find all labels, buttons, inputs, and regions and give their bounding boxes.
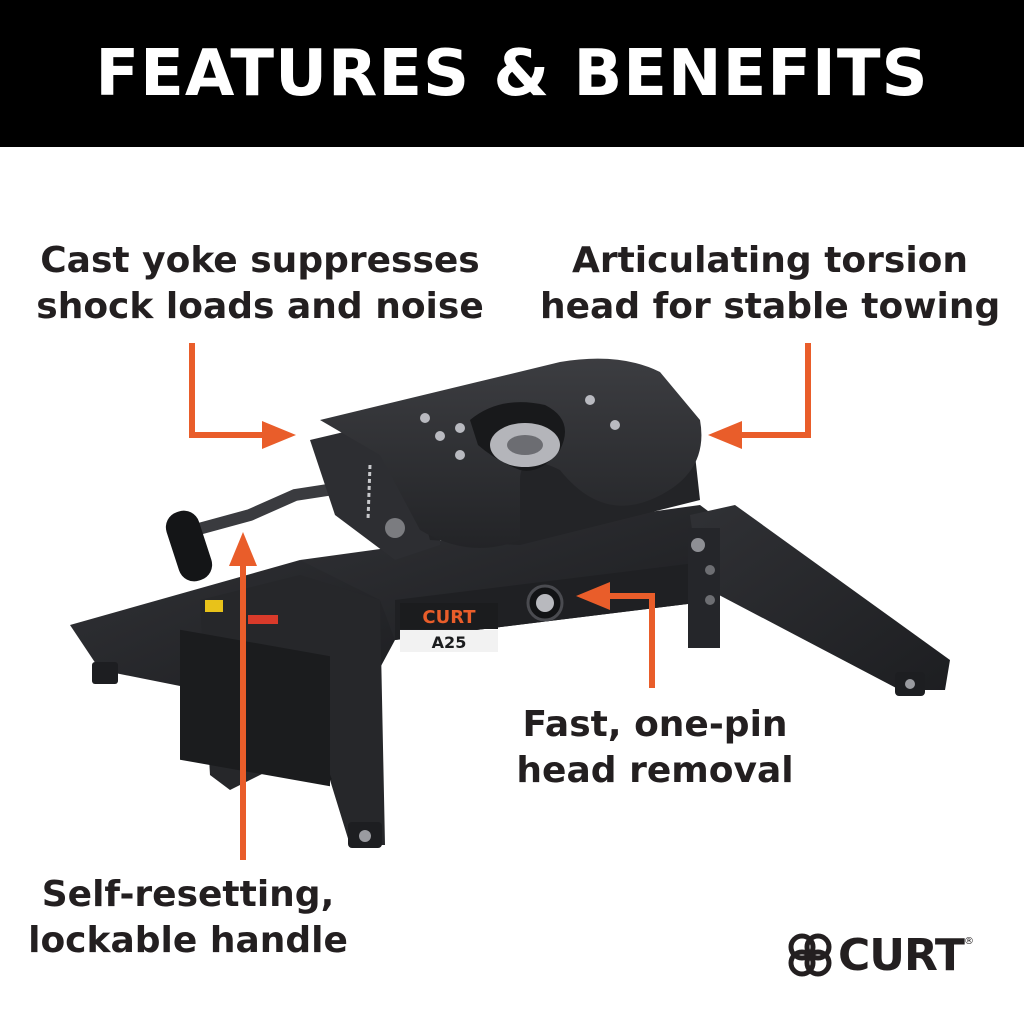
curt-logo-icon [788, 933, 832, 977]
callout-one-pin-line2: head removal [516, 750, 794, 791]
arrow-torsion-head-head [708, 421, 742, 449]
warning-label [180, 600, 330, 787]
arrow-one-pin-head [576, 582, 610, 610]
arrow-handle-head [229, 532, 257, 566]
brand-logo: CURT ® [788, 929, 974, 981]
handle-grip [165, 510, 213, 582]
logo-registered-mark: ® [963, 936, 974, 947]
callout-torsion-head-line1: Articulating torsion [571, 240, 969, 281]
pin-release-knob [526, 584, 564, 622]
callout-handle-line2: lockable handle [28, 920, 348, 961]
callout-cast-yoke-line2: shock loads and noise [36, 286, 484, 327]
brand-plate: CURT A25 [400, 603, 498, 652]
callout-handle-line1: Self-resetting, [41, 874, 335, 915]
arrow-one-pin [605, 593, 655, 688]
callout-torsion-head: Articulating torsion head for stable tow… [540, 238, 1000, 330]
logo-wordmark: CURT [838, 929, 965, 981]
header-banner: FEATURES & BENEFITS [0, 0, 1024, 147]
callout-torsion-head-line2: head for stable towing [540, 286, 1001, 327]
callout-one-pin-line1: Fast, one-pin [522, 704, 788, 745]
callout-cast-yoke: Cast yoke suppresses shock loads and noi… [30, 238, 490, 330]
arrow-torsion-head [735, 343, 811, 438]
model-plate-text: A25 [432, 633, 467, 652]
right-rail [690, 505, 950, 690]
safety-chain [366, 464, 372, 521]
arrow-cast-yoke [189, 343, 270, 438]
callout-cast-yoke-line1: Cast yoke suppresses [40, 240, 480, 281]
arrow-cast-yoke-head [262, 421, 296, 449]
callout-one-pin: Fast, one-pin head removal [490, 702, 820, 794]
brand-plate-text: CURT [422, 607, 476, 628]
plate-bolts [420, 395, 620, 460]
page-title: FEATURES & BENEFITS [95, 36, 929, 111]
callout-handle: Self-resetting, lockable handle [28, 872, 348, 964]
left-foot [92, 662, 118, 684]
